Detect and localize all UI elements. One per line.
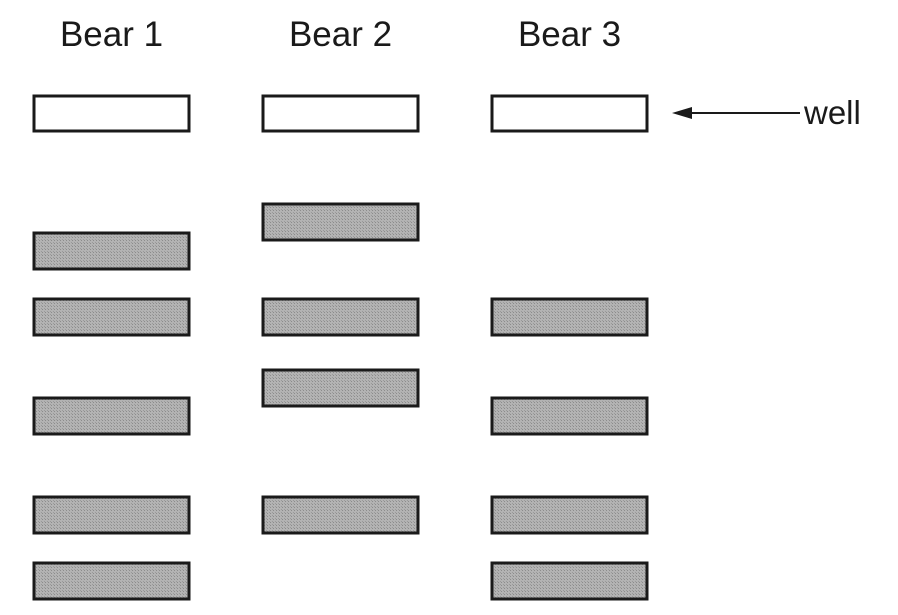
well bbox=[261, 94, 420, 133]
band bbox=[32, 495, 191, 535]
well bbox=[32, 94, 191, 133]
well-pointer: well bbox=[672, 94, 861, 131]
well-label: well bbox=[803, 94, 861, 131]
lane-bear-3: Bear 3 bbox=[490, 15, 649, 601]
band bbox=[490, 495, 649, 535]
lane-label: Bear 2 bbox=[289, 15, 392, 54]
band bbox=[32, 297, 191, 337]
lane-bear-1: Bear 1 bbox=[32, 15, 191, 601]
well bbox=[490, 94, 649, 133]
band bbox=[490, 396, 649, 436]
well-arrow-head bbox=[672, 107, 692, 119]
lane-label: Bear 1 bbox=[60, 15, 163, 54]
band bbox=[32, 231, 191, 271]
band bbox=[261, 368, 420, 408]
lane-bear-2: Bear 2 bbox=[261, 15, 420, 535]
band bbox=[32, 561, 191, 601]
band bbox=[261, 297, 420, 337]
band bbox=[261, 202, 420, 242]
band bbox=[261, 495, 420, 535]
band bbox=[490, 561, 649, 601]
lane-label: Bear 3 bbox=[518, 15, 621, 54]
band bbox=[32, 396, 191, 436]
band bbox=[490, 297, 649, 337]
